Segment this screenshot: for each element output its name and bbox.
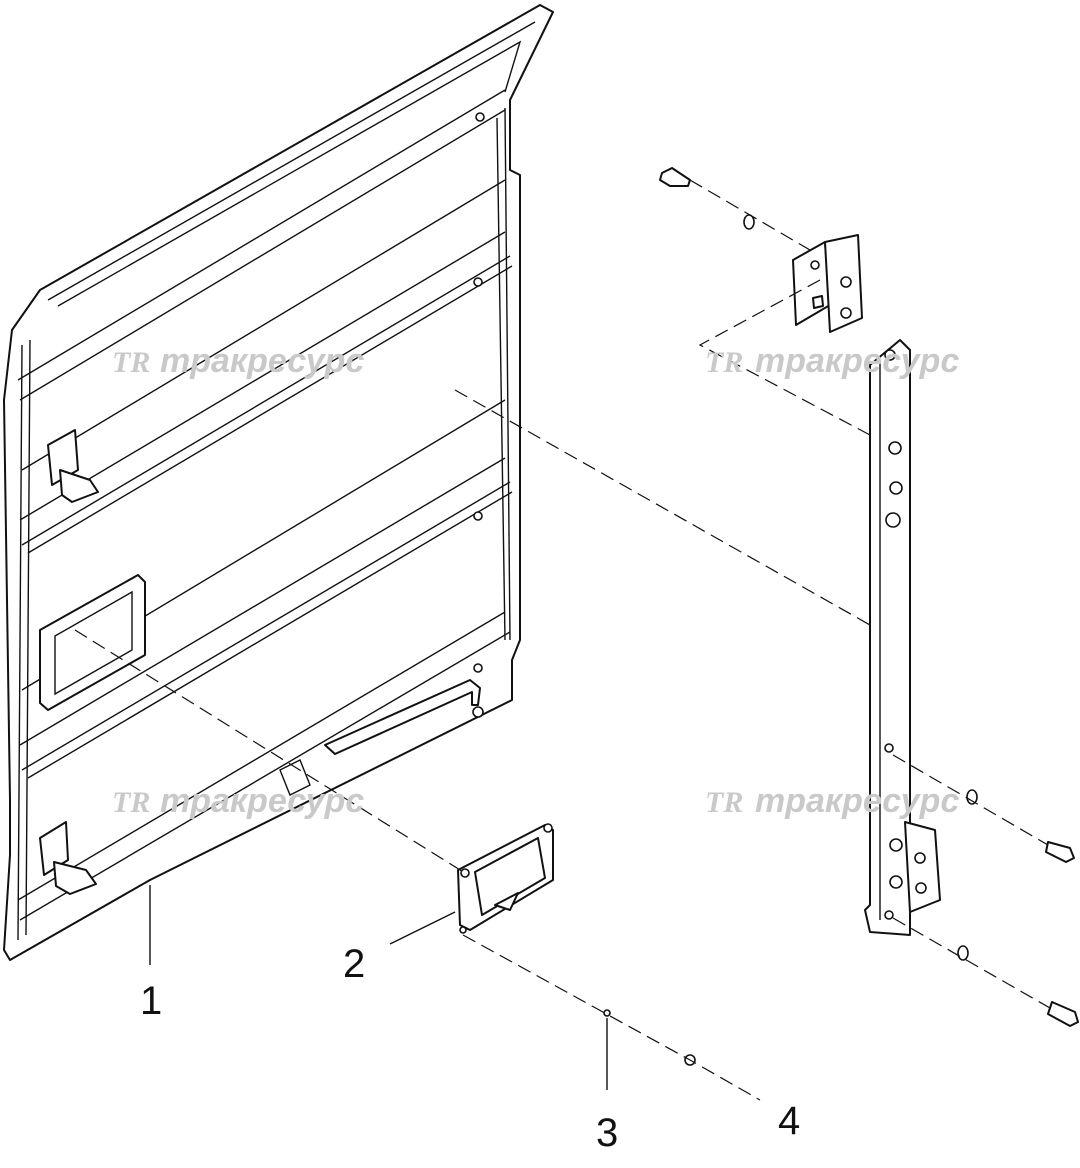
vertical-mounting-post xyxy=(864,339,941,936)
watermark-logo: TR xyxy=(112,786,150,819)
callout-2: 2 xyxy=(343,942,365,986)
fasteners xyxy=(603,167,1079,1066)
watermark-logo: TR xyxy=(705,346,743,379)
rear-wall-panel xyxy=(3,4,554,961)
callout-3: 3 xyxy=(596,1111,618,1155)
watermark-2: TR тракресурс xyxy=(705,342,959,380)
panel-window-opening xyxy=(39,574,146,711)
leader-lines xyxy=(149,885,608,1090)
lower-handrail-rod xyxy=(279,679,484,796)
watermark-logo: TR xyxy=(705,786,743,819)
watermark-text: тракресурс xyxy=(160,342,364,380)
assembly-lines xyxy=(74,179,1051,1101)
upper-hinge-bracket xyxy=(792,234,863,333)
upper-latch xyxy=(47,429,99,503)
cover-plate-assembly xyxy=(457,823,554,934)
watermark-4: TR тракресурс xyxy=(705,782,959,820)
watermark-1: TR тракресурс xyxy=(112,342,364,380)
watermark-text: тракресурс xyxy=(755,782,959,820)
watermark-logo: TR xyxy=(112,346,150,379)
callout-4: 4 xyxy=(778,1099,800,1143)
watermark-text: тракресурс xyxy=(160,782,364,820)
callout-1: 1 xyxy=(140,979,162,1023)
lower-latch xyxy=(39,821,97,895)
watermark-text: тракресурс xyxy=(755,342,959,380)
watermark-3: TR тракресурс xyxy=(112,782,364,820)
